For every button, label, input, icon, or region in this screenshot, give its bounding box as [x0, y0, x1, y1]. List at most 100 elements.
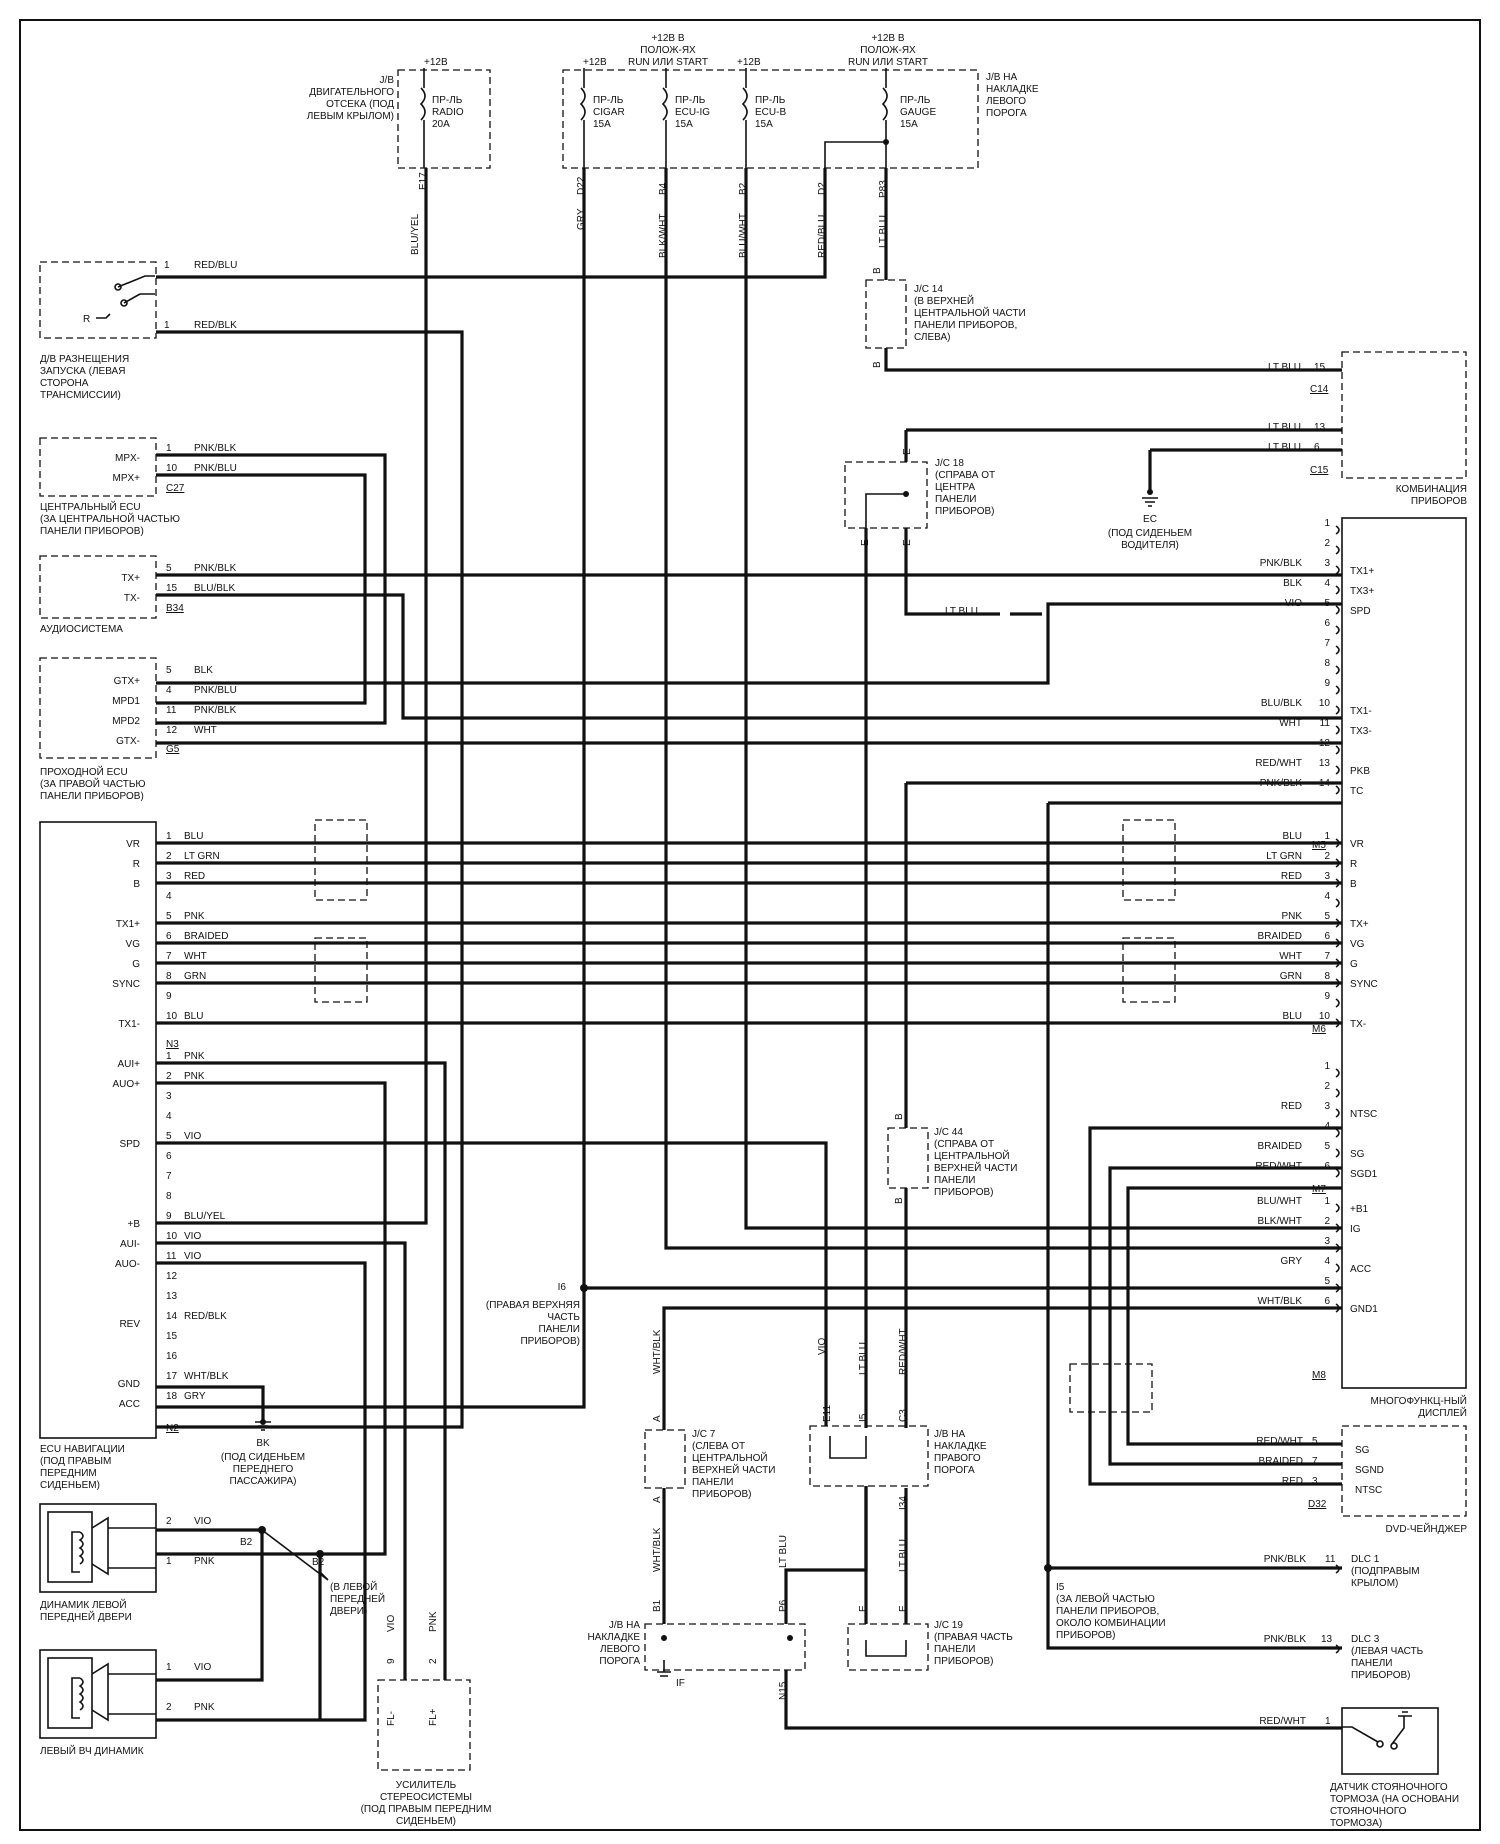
- connector-pin: [1335, 525, 1340, 535]
- parking-brake-sensor: 1 RED/WHT ДАТЧИК СТОЯНОЧНОГО ТОРМОЗА (НА…: [1259, 1707, 1459, 1829]
- svg-text:ДВЕРИ): ДВЕРИ): [330, 1606, 367, 1617]
- wire-color: WHT: [1279, 718, 1302, 729]
- svg-text:I5: I5: [1056, 1582, 1065, 1593]
- pin-label: TX-: [1350, 1019, 1366, 1030]
- svg-text:ПР-ЛЬ: ПР-ЛЬ: [755, 95, 786, 106]
- pin-number: 4: [1324, 1256, 1330, 1267]
- svg-text:ПЕРЕДНЕЙ: ПЕРЕДНЕЙ: [330, 1592, 385, 1605]
- svg-text:N15: N15: [778, 1681, 789, 1700]
- dlc1: 11 PNK/BLK DLC 1 (ПОДПРАВЫМ КРЫЛОМ): [1264, 1554, 1420, 1589]
- pin-number: 9: [1324, 991, 1330, 1002]
- connector-pin: [1335, 1128, 1340, 1138]
- svg-text:CIGAR: CIGAR: [593, 107, 625, 118]
- connector-pin: [1335, 545, 1340, 555]
- svg-text:VIO: VIO: [817, 1338, 828, 1355]
- svg-text:УСИЛИТЕЛЬ: УСИЛИТЕЛЬ: [396, 1780, 457, 1791]
- svg-text:LT BLU: LT BLU: [945, 606, 978, 617]
- pin-label: TX+: [1350, 919, 1369, 930]
- svg-text:BLU/WHT: BLU/WHT: [738, 213, 749, 258]
- svg-text:WHT: WHT: [194, 725, 217, 736]
- svg-text:EC: EC: [1143, 514, 1157, 525]
- svg-text:MPX-: MPX-: [115, 453, 140, 464]
- pin-label: SGD1: [1350, 1169, 1378, 1180]
- jc19: E E J/C 19 (ПРАВАЯ ЧАСТЬ ПАНЕЛИ ПРИБОРОВ…: [847, 1605, 1013, 1671]
- connector-pin: [1335, 625, 1340, 635]
- pin-number: 15: [166, 1331, 178, 1342]
- svg-text:P6: P6: [778, 1599, 789, 1612]
- svg-text:13: 13: [1321, 1634, 1333, 1645]
- svg-text:ПАНЕЛИ: ПАНЕЛИ: [935, 494, 977, 505]
- pin-label: TX1+: [1350, 566, 1374, 577]
- pin-label: VG: [126, 939, 141, 950]
- svg-text:GAUGE: GAUGE: [900, 107, 936, 118]
- svg-text:ДАТЧИК СТОЯНОЧНОГО: ДАТЧИК СТОЯНОЧНОГО: [1330, 1782, 1448, 1793]
- svg-text:RED/BLK: RED/BLK: [194, 320, 237, 331]
- svg-text:B: B: [872, 267, 883, 274]
- pin-number: 16: [166, 1351, 178, 1362]
- svg-text:RUN ИЛИ START: RUN ИЛИ START: [848, 57, 928, 68]
- svg-text:B: B: [894, 1197, 905, 1204]
- svg-text:ТРАНСМИССИИ): ТРАНСМИССИИ): [40, 390, 121, 401]
- svg-text:ECU НАВИГАЦИИ: ECU НАВИГАЦИИ: [40, 1444, 125, 1455]
- svg-text:ПРИБОРОВ): ПРИБОРОВ): [934, 1187, 994, 1198]
- svg-text:BLK: BLK: [194, 665, 213, 676]
- instrument-cluster: 15 LT BLU C14 13 LT BLU 6 LT BLU C15 КОМ…: [1268, 351, 1467, 507]
- wire-color: PNK: [184, 911, 205, 922]
- wire-color: BLK: [1283, 578, 1302, 589]
- svg-text:VIO: VIO: [194, 1516, 211, 1527]
- svg-text:7: 7: [1312, 1456, 1318, 1467]
- jb-right-sill: E11 I5 C3 I34 VIO LT BLU RED/WHT LT BLU …: [809, 1328, 987, 1572]
- pin-number: 2: [1324, 538, 1330, 549]
- pin-number: 5: [1324, 1276, 1330, 1287]
- pin-number: 8: [1324, 971, 1330, 982]
- pin-label: GND: [118, 1379, 140, 1390]
- svg-text:IF: IF: [676, 1678, 685, 1689]
- svg-text:15A: 15A: [675, 119, 693, 130]
- svg-text:ЛЕВОГО: ЛЕВОГО: [600, 1644, 640, 1655]
- jc14: B B J/C 14 (В ВЕРХНЕЙ ЦЕНТРАЛЬНОЙ ЧАСТИ …: [865, 267, 1026, 368]
- pin-label: REV: [119, 1319, 140, 1330]
- svg-text:ПЕРЕДНИМ: ПЕРЕДНИМ: [40, 1468, 97, 1479]
- connector-pin: [1335, 745, 1340, 755]
- svg-text:(ПОД ПРАВЫМ ПЕРЕДНИМ: (ПОД ПРАВЫМ ПЕРЕДНИМ: [361, 1804, 492, 1815]
- svg-text:ДИСПЛЕЙ: ДИСПЛЕЙ: [1418, 1406, 1467, 1419]
- svg-text:ЦЕНТРАЛЬНОЙ: ЦЕНТРАЛЬНОЙ: [692, 1451, 768, 1464]
- pin-number: 10: [1319, 698, 1331, 709]
- svg-text:P83: P83: [878, 180, 889, 198]
- pin-number: 6: [1324, 931, 1330, 942]
- svg-text:(СПРАВА ОТ: (СПРАВА ОТ: [934, 1139, 994, 1150]
- svg-text:(ПОД СИДЕНЬЕМ: (ПОД СИДЕНЬЕМ: [1108, 528, 1192, 539]
- svg-text:TX+: TX+: [121, 573, 140, 584]
- pin-number: 6: [166, 1151, 172, 1162]
- connector-pin: [1335, 665, 1340, 675]
- svg-text:J/C 14: J/C 14: [914, 284, 943, 295]
- svg-text:НАКЛАДКЕ: НАКЛАДКЕ: [934, 1441, 987, 1452]
- pin-number: 7: [1324, 951, 1330, 962]
- pin-label: TX3+: [1350, 586, 1374, 597]
- wire-color: BRAIDED: [1258, 1141, 1302, 1152]
- pin-label: IG: [1350, 1224, 1361, 1235]
- svg-text:+12В В: +12В В: [651, 33, 684, 44]
- audio-system: TX+ TX- 5 PNK/BLK 15 BLU/BLK B34 АУДИОСИ…: [39, 555, 237, 635]
- svg-text:10: 10: [166, 463, 178, 474]
- pin-number: 2: [166, 1071, 172, 1082]
- pin-number: 4: [166, 1111, 172, 1122]
- svg-text:LT BLU: LT BLU: [858, 1342, 869, 1375]
- svg-text:DLC 3: DLC 3: [1351, 1634, 1380, 1645]
- pin-label: GND1: [1350, 1304, 1378, 1315]
- pin-number: 4: [1324, 891, 1330, 902]
- pin-number: 7: [1324, 638, 1330, 649]
- pin-number: 18: [166, 1391, 178, 1402]
- svg-text:B: B: [872, 361, 883, 368]
- svg-text:ПР-ЛЬ: ПР-ЛЬ: [675, 95, 706, 106]
- svg-text:11: 11: [1325, 1554, 1336, 1565]
- wire-color: RED: [184, 871, 205, 882]
- pin-number: 5: [1324, 911, 1330, 922]
- svg-text:ПРИБОРОВ): ПРИБОРОВ): [692, 1489, 752, 1500]
- pin-label: SPD: [119, 1139, 140, 1150]
- svg-text:(СПРАВА ОТ: (СПРАВА ОТ: [935, 470, 995, 481]
- svg-text:RUN ИЛИ START: RUN ИЛИ START: [628, 57, 708, 68]
- svg-text:5: 5: [166, 563, 172, 574]
- svg-text:D2: D2: [817, 182, 828, 195]
- svg-text:ЦЕНТРАЛЬНОЙ: ЦЕНТРАЛЬНОЙ: [934, 1149, 1010, 1162]
